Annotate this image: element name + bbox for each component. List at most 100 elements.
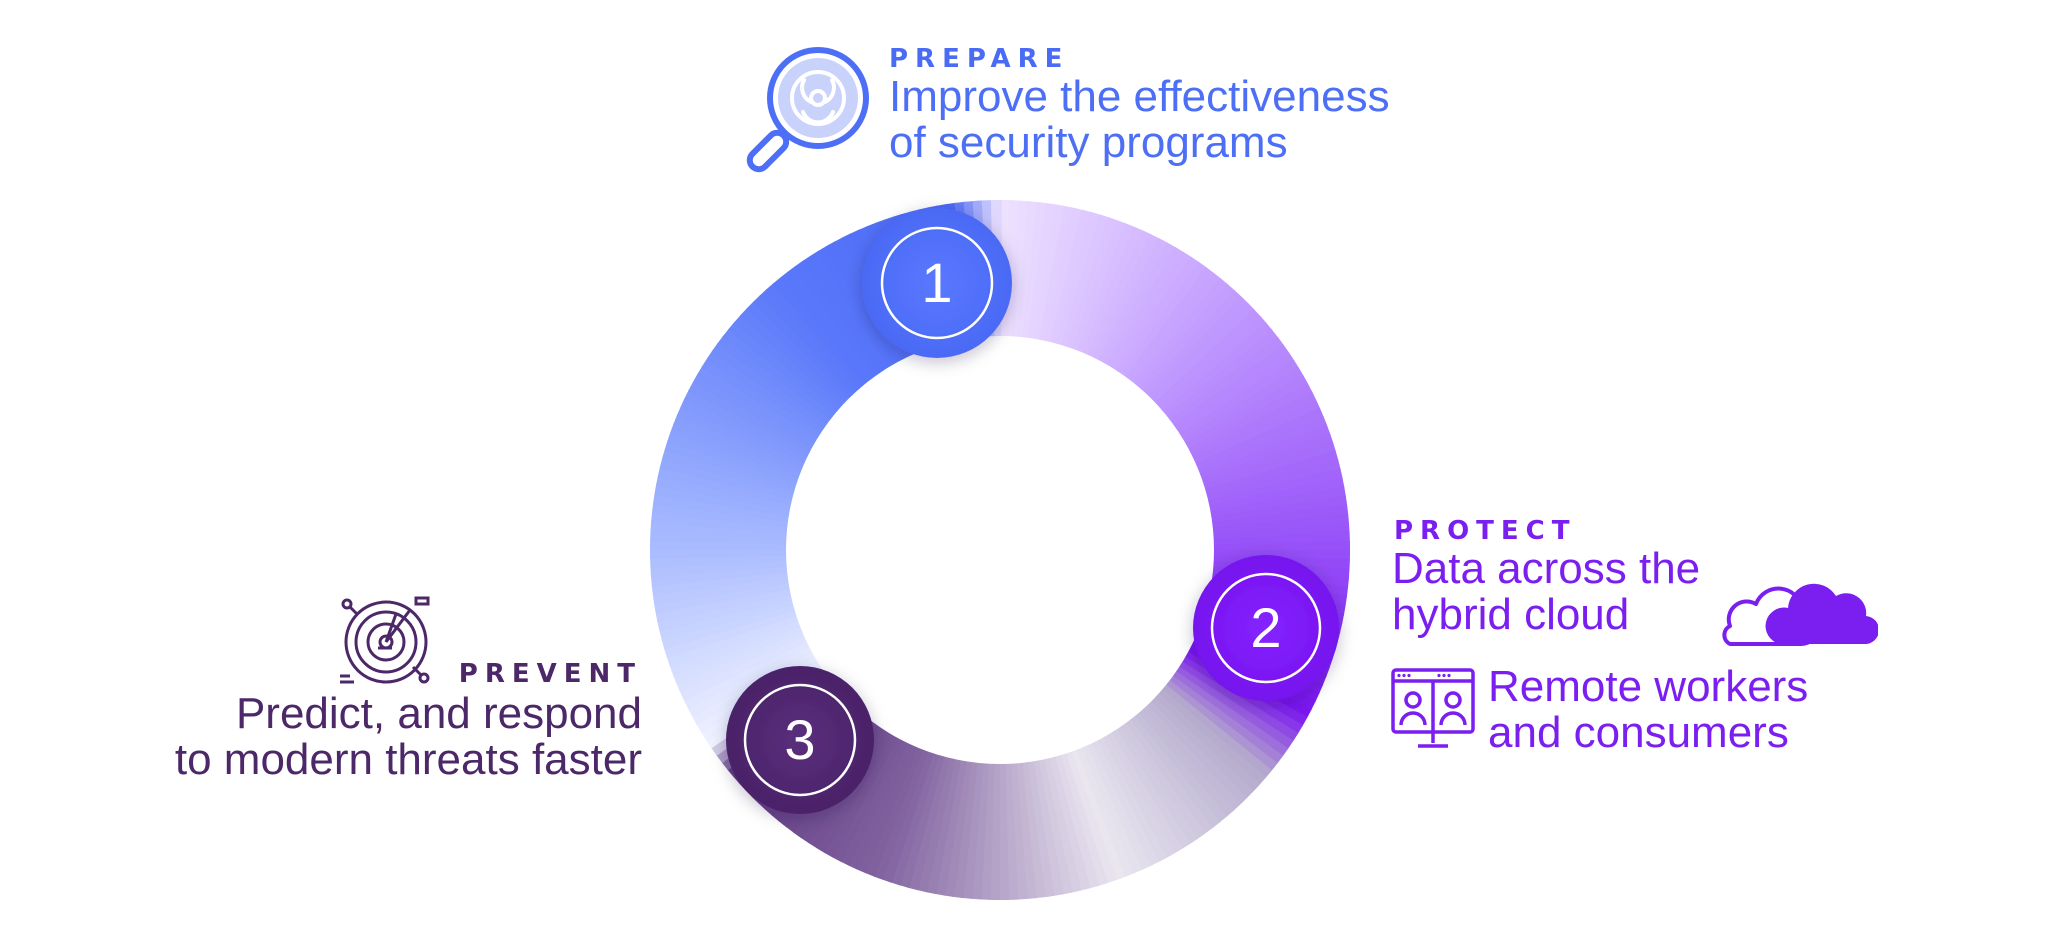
protect-remote-text: Remote workers and consumers — [1488, 664, 1808, 756]
ring-wedge — [1075, 223, 1136, 355]
prevent-line-2: to modern threats faster — [174, 735, 642, 784]
ring-wedge — [1174, 351, 1295, 436]
ring-wedge — [1136, 707, 1235, 818]
ring-wedge — [952, 760, 978, 899]
ring-wedge — [1101, 242, 1177, 367]
ring-wedge — [759, 288, 859, 397]
ring-wedge — [1174, 665, 1294, 750]
ring-wedge — [661, 603, 797, 650]
biohazard-magnifier-icon — [746, 47, 869, 173]
ring-wedge — [998, 761, 1010, 900]
ring-wedge — [809, 250, 891, 373]
ring-wedge — [1065, 217, 1119, 351]
ring-wedge — [1096, 238, 1169, 365]
step-3-hub: 3 — [726, 666, 874, 814]
ring-wedge — [1145, 296, 1249, 401]
ring-wedge — [1037, 757, 1073, 895]
radar-icon — [340, 596, 430, 684]
ring-wedge — [898, 752, 946, 889]
protect-callout: PROTECT Data across the hybrid cloud Rem… — [1392, 516, 1808, 756]
ring-wedge — [801, 255, 886, 376]
ring-wedge — [746, 301, 851, 405]
ring-wedge — [752, 294, 855, 401]
ring-wedge — [1199, 433, 1334, 486]
remote-video-call-icon — [1391, 668, 1475, 748]
ring-wedge — [1060, 214, 1110, 349]
ring-wedge — [716, 335, 833, 426]
ring-wedge — [881, 749, 935, 883]
ring-wedge — [683, 640, 812, 709]
ring-wedge — [650, 520, 789, 539]
ring-wedge — [733, 314, 844, 413]
ring-wedge — [1074, 745, 1134, 878]
ring-wedge — [847, 740, 914, 870]
ring-wedge — [815, 730, 894, 854]
ring-wedge — [1171, 344, 1290, 431]
ring-wedge — [916, 755, 956, 893]
ring-wedge — [1032, 758, 1064, 896]
ring-wedge — [711, 342, 830, 430]
ring-wedge — [979, 761, 995, 900]
ring-wedge — [1132, 711, 1228, 824]
ring-wedge — [839, 738, 909, 866]
ring-wedge — [1059, 751, 1109, 887]
ring-wedge — [823, 733, 899, 858]
ring-wedge — [1206, 468, 1343, 508]
ring-wedge — [1109, 727, 1191, 850]
ring-wedge — [1164, 679, 1278, 772]
ring-wedge — [650, 548, 789, 560]
ring-wedge — [1203, 450, 1339, 497]
ring-wedge — [1177, 359, 1300, 441]
ring-wedge — [1005, 200, 1021, 339]
ring-wedge — [1208, 486, 1346, 518]
ring-wedge — [1120, 261, 1208, 380]
ring-wedge — [652, 493, 791, 523]
ring-wedge — [651, 511, 790, 534]
prepare-heading: PREPARE — [889, 44, 1070, 74]
ring-wedge — [650, 559, 789, 578]
protect-remote-line-2: and consumers — [1488, 708, 1789, 757]
ring-wedge — [1210, 504, 1349, 529]
ring-wedge — [1191, 399, 1321, 465]
ring-wedge — [1009, 761, 1028, 900]
ring-wedge — [1123, 718, 1214, 835]
ring-wedge — [1133, 277, 1229, 390]
ring-wedge — [1168, 336, 1285, 427]
ring-wedge — [679, 635, 809, 701]
ring-wedge — [1153, 309, 1262, 409]
ring-wedge — [696, 365, 820, 444]
ring-wedge — [654, 582, 792, 614]
ring-wedge — [650, 565, 790, 587]
ring-wedge — [1149, 695, 1254, 799]
ring-wedge — [779, 271, 872, 386]
ring-wedge — [664, 440, 799, 490]
ring-wedge — [1167, 674, 1284, 765]
prevent-callout: PREVENT Predict, and respond to modern t… — [175, 659, 642, 783]
ring-wedge — [1011, 200, 1030, 339]
ring-wedge — [1114, 724, 1199, 845]
ring-wedge — [654, 484, 792, 517]
ring-wedge — [684, 389, 812, 459]
ring-wedge — [1141, 703, 1241, 812]
ring-wedge — [872, 747, 930, 880]
ring-wedge — [1115, 256, 1200, 376]
ring-wedge — [1022, 201, 1048, 340]
step-1-hub: 1 — [862, 208, 1012, 358]
ring-wedge — [1069, 747, 1126, 881]
ring-wedge — [1193, 407, 1325, 470]
ring-wedge — [825, 241, 900, 367]
ring-wedge — [688, 381, 815, 454]
ring-wedge — [970, 761, 989, 900]
step-1-number: 1 — [921, 251, 952, 314]
ring-wedge — [1153, 691, 1261, 793]
ring-wedge — [1129, 272, 1222, 386]
protect-heading: PROTECT — [1394, 516, 1577, 546]
ring-wedge — [673, 414, 805, 475]
prepare-line-1: Improve the effectiveness — [889, 72, 1390, 121]
ring-wedge — [1204, 459, 1341, 502]
step-2-number: 2 — [1250, 596, 1281, 659]
ring-wedge — [890, 751, 940, 886]
ring-wedge — [934, 758, 967, 896]
ring-wedge — [864, 745, 925, 877]
